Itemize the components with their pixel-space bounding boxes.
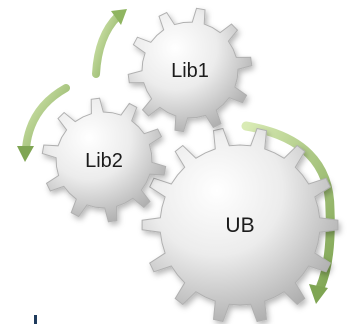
arrow-top-left <box>92 12 122 78</box>
arrow-left-head <box>17 146 34 162</box>
arrow-top-left-head <box>111 9 127 25</box>
gear-lib2-body <box>41 97 167 223</box>
gear-ub-body <box>141 127 339 323</box>
arrow-left <box>22 84 70 152</box>
gear-lib2: Lib2 <box>41 97 167 223</box>
marker-tick <box>34 315 37 324</box>
gear-lib2-label: Lib2 <box>85 150 123 172</box>
arrow-right-head <box>309 284 328 304</box>
gear-ub: UB <box>141 127 339 323</box>
gear-lib1: Lib1 <box>127 7 253 133</box>
gear-ub-label: UB <box>225 214 254 237</box>
gear-lib1-body <box>127 7 253 133</box>
gear-lib1-label: Lib1 <box>171 60 209 82</box>
